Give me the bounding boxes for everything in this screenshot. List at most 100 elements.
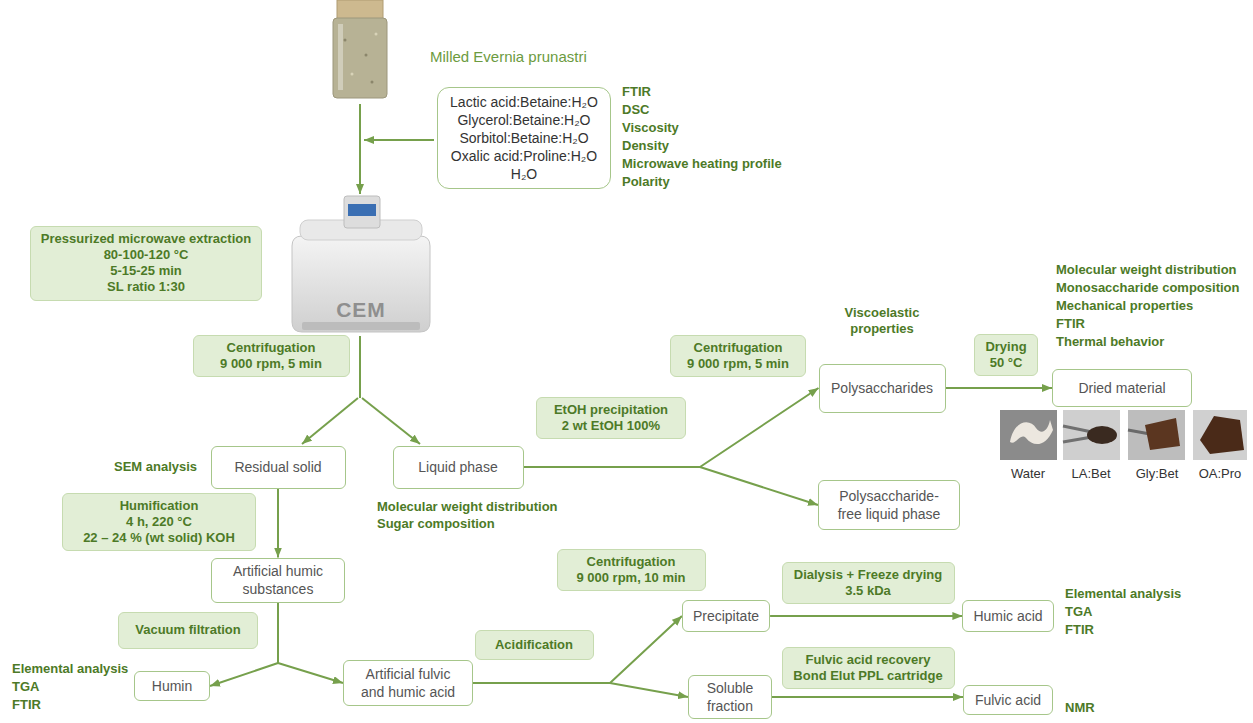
box-text: Lactic acid:Betaine:H₂O bbox=[450, 93, 598, 111]
device-base bbox=[302, 322, 420, 330]
process-step-box: Vacuum filtration bbox=[118, 612, 258, 649]
box-text: 80-100-120 °C bbox=[41, 247, 251, 263]
powder-speck bbox=[351, 73, 354, 76]
box-text: 3.5 kDa bbox=[793, 583, 944, 599]
box-text: EtOH precipitation bbox=[547, 402, 675, 418]
process-step-box: Centrifugation9 000 rpm, 5 min bbox=[193, 335, 350, 378]
process-step-box: Dialysis + Freeze drying3.5 kDa bbox=[782, 562, 955, 605]
analysis-label: TGA bbox=[1065, 604, 1092, 620]
jar-body bbox=[333, 18, 387, 98]
box-text: Centrifugation bbox=[204, 340, 339, 356]
analysis-label: DSC bbox=[622, 102, 649, 118]
box-text: H₂O bbox=[450, 165, 598, 183]
material-box: Soluble fraction bbox=[688, 675, 772, 719]
photo-ground bbox=[1000, 410, 1057, 460]
flow-arrow bbox=[946, 387, 1053, 389]
box-text: Centrifugation bbox=[568, 554, 695, 570]
box-text: Acidification bbox=[486, 637, 583, 653]
box-text: Dialysis + Freeze drying bbox=[793, 567, 944, 583]
analysis-label: Monosaccharide composition bbox=[1056, 280, 1239, 296]
box-text: Pressurized microwave extraction bbox=[41, 231, 251, 247]
flow-arrow bbox=[473, 683, 688, 697]
photo-caption: Water bbox=[1011, 466, 1045, 482]
process-step-box: EtOH precipitation2 wt EtOH 100% bbox=[536, 397, 686, 440]
device-brand: CEM bbox=[336, 298, 386, 321]
flow-arrow bbox=[362, 398, 420, 444]
material-box: Precipitate bbox=[682, 600, 770, 632]
tweezers bbox=[1063, 426, 1092, 432]
box-text: Oxalic acid:Proline:H₂O bbox=[450, 147, 598, 165]
powder-speck bbox=[371, 81, 374, 84]
film-sample bbox=[1200, 416, 1244, 454]
material-box: Polysaccharide-free liquid phase bbox=[818, 480, 960, 530]
material-box: Humic acid bbox=[962, 600, 1053, 632]
flow-arrow bbox=[473, 616, 682, 683]
photo-ground bbox=[1128, 410, 1185, 460]
box-text: Fulvic acid bbox=[974, 691, 1042, 709]
analysis-label: NMR bbox=[1065, 700, 1095, 716]
analysis-label: Elemental analysis bbox=[12, 661, 128, 677]
analysis-label: Mechanical properties bbox=[1056, 298, 1193, 314]
device-body bbox=[292, 236, 430, 332]
photo-caption: Gly:Bet bbox=[1136, 466, 1179, 482]
flow-arrow bbox=[302, 398, 358, 444]
photo-ground bbox=[1063, 410, 1120, 460]
analysis-label: Microwave heating profile bbox=[622, 156, 782, 172]
analysis-label: FTIR bbox=[622, 84, 651, 100]
analysis-label: Molecular weight distribution bbox=[377, 499, 558, 515]
tweezers bbox=[1063, 437, 1092, 442]
material-box: Dried material bbox=[1052, 369, 1192, 407]
material-box: Liquid phase bbox=[393, 446, 524, 489]
analysis-label: Viscosity bbox=[622, 120, 679, 136]
box-text: 2 wt EtOH 100% bbox=[547, 418, 675, 434]
film-sample bbox=[1145, 418, 1180, 450]
process-step-box: Humification4 h, 220 °C22 – 24 % (wt sol… bbox=[62, 493, 256, 552]
jar-cap bbox=[337, 0, 383, 20]
analysis-label: TGA bbox=[12, 679, 39, 695]
analysis-label: Thermal behavior bbox=[1056, 334, 1164, 350]
flow-arrow bbox=[277, 489, 279, 558]
box-text: SL ratio 1:30 bbox=[41, 279, 251, 295]
box-text: Polysaccharides bbox=[830, 379, 935, 397]
material-box: Fulvic acid bbox=[963, 685, 1053, 715]
analysis-label: Density bbox=[622, 138, 669, 154]
photo-caption: LA:Bet bbox=[1071, 466, 1110, 482]
photo-caption: OA:Pro bbox=[1199, 466, 1242, 482]
process-step-box: Acidification bbox=[475, 630, 594, 660]
analysis-label: Viscoelastic properties bbox=[827, 305, 937, 338]
flow-line bbox=[359, 336, 361, 398]
microwave-device bbox=[292, 196, 430, 332]
sample-label: Milled Evernia prunastri bbox=[430, 48, 587, 66]
process-step-box: Drying50 °C bbox=[974, 334, 1037, 377]
solvent-arrow bbox=[364, 139, 434, 141]
material-box: Artificial fulvic and humic acid bbox=[343, 660, 473, 706]
material-box: Humin bbox=[134, 671, 210, 701]
box-text: 4 h, 220 °C bbox=[73, 514, 245, 530]
process-step-box: Centrifugation9 000 rpm, 10 min bbox=[557, 549, 706, 592]
flow-arrow bbox=[524, 388, 819, 467]
flow-arrow bbox=[278, 603, 343, 684]
sample-jar bbox=[333, 0, 387, 98]
box-text: Centrifugation bbox=[681, 340, 795, 356]
film-sample bbox=[1087, 426, 1117, 444]
film-sample bbox=[1010, 420, 1053, 444]
analysis-label: Sugar composition bbox=[377, 516, 495, 532]
box-text: 9 000 rpm, 10 min bbox=[568, 570, 695, 586]
powder-speck bbox=[375, 33, 378, 36]
box-text: 5-15-25 min bbox=[41, 263, 251, 279]
box-text: Glycerol:Betaine:H₂O bbox=[450, 111, 598, 129]
analysis-label: Polarity bbox=[622, 174, 670, 190]
process-step-box: Pressurized microwave extraction80-100-1… bbox=[30, 226, 262, 301]
analysis-label: FTIR bbox=[12, 697, 41, 713]
box-text: Humin bbox=[145, 677, 199, 695]
photo-ground bbox=[1193, 410, 1247, 460]
box-text: Drying bbox=[985, 339, 1026, 355]
flow-arrow bbox=[524, 467, 819, 505]
box-text: Humic acid bbox=[973, 607, 1042, 625]
feed-arrow bbox=[359, 104, 361, 194]
box-text: 9 000 rpm, 5 min bbox=[681, 356, 795, 372]
process-step-box: Fulvic acid recoveryBond Elut PPL cartri… bbox=[782, 647, 955, 690]
box-text: Dried material bbox=[1063, 379, 1181, 397]
box-text: Liquid phase bbox=[404, 458, 513, 476]
